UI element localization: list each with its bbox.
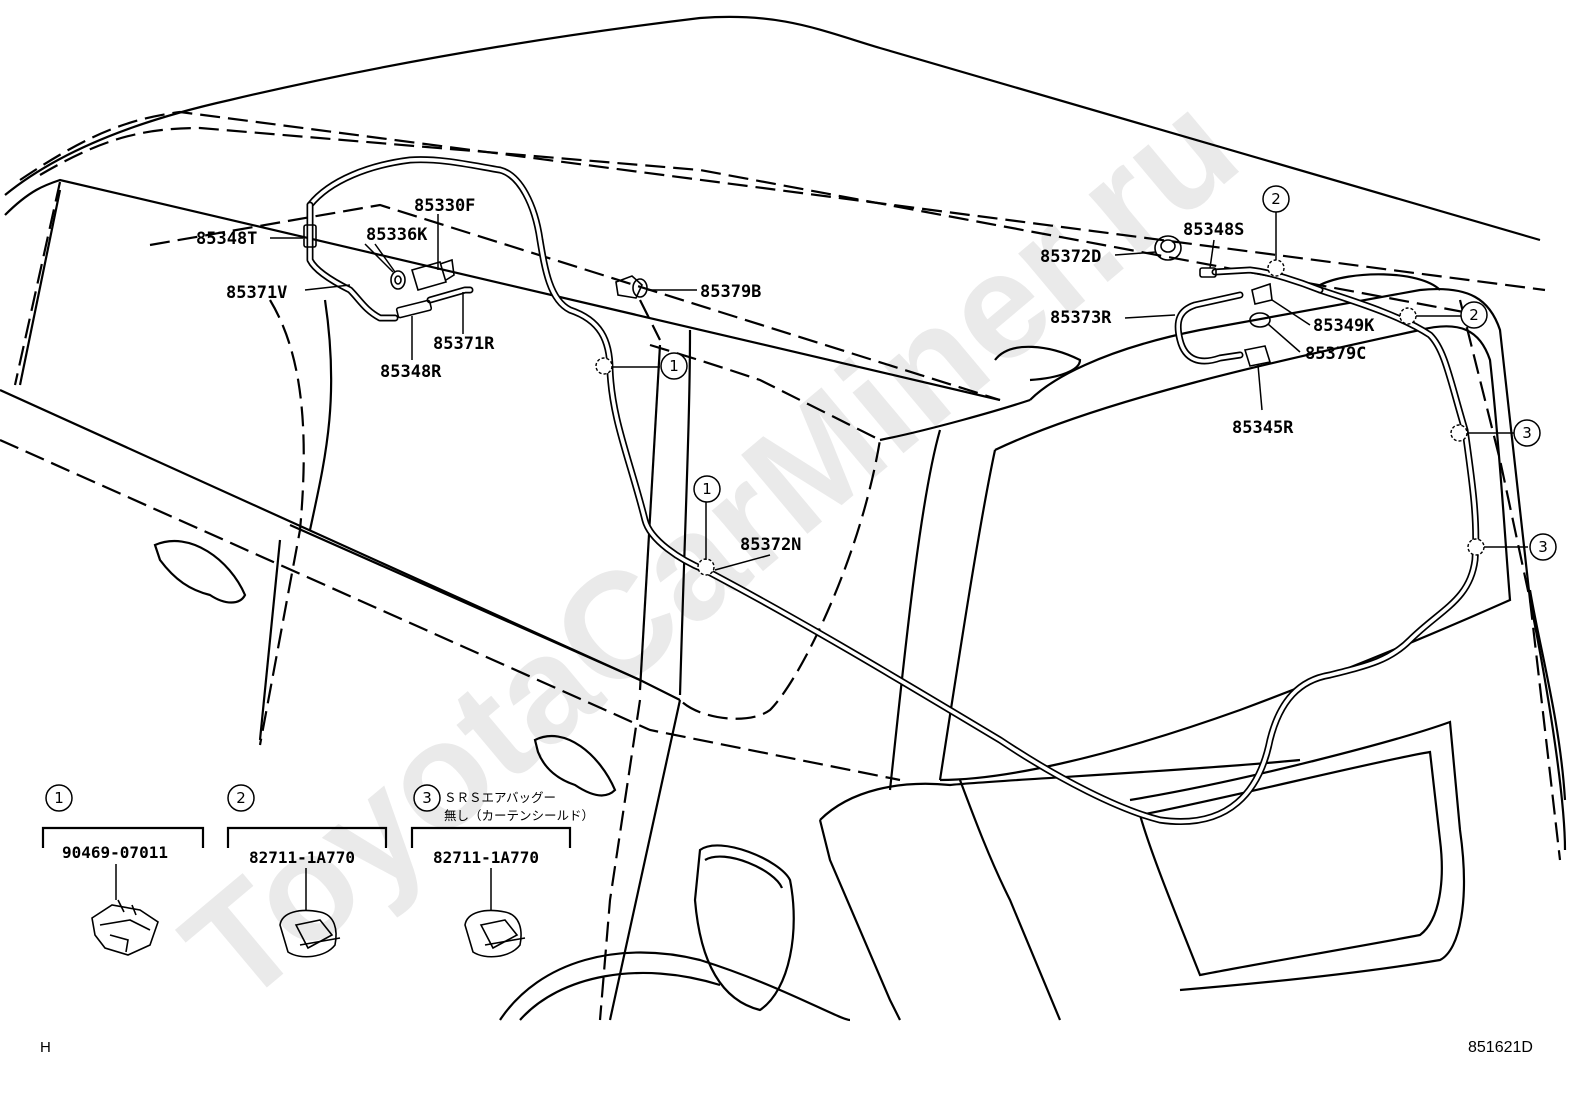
legend-item-2: 2 82711-1A770 (226, 784, 388, 958)
label-85336K: 85336K (366, 225, 428, 245)
callout-3-b: 3 (1538, 538, 1548, 556)
callouts: 1 1 2 2 3 3 (660, 185, 1557, 561)
callout-2-a: 2 (1271, 190, 1281, 208)
callout-1-b: 1 (702, 480, 712, 498)
label-85348S: 85348S (1183, 220, 1244, 240)
diagram-code: 851621D (1468, 1039, 1533, 1056)
corner-mark: H (40, 1039, 51, 1056)
label-85348T: 85348T (196, 229, 257, 249)
joint-85348S (1199, 267, 1217, 278)
legend-note-line1: ＳＲＳエアバッグー (444, 790, 556, 805)
legend-item-1: 1 90469-07011 (41, 784, 205, 956)
label-85348R: 85348R (380, 362, 442, 382)
part-labels: 85330F 85336K 85348T 85371V 85371R 85348… (196, 196, 1375, 555)
svg-text:1: 1 (54, 789, 64, 807)
joint-85348R (395, 299, 433, 319)
grommet-85379C (1249, 312, 1271, 328)
label-85372N: 85372N (740, 535, 801, 555)
packing-85336K (390, 270, 406, 290)
washer-hose (306, 156, 1480, 825)
check-valve-85349K (1251, 282, 1273, 305)
label-85371V: 85371V (226, 283, 287, 303)
clip-icon-3 (464, 909, 526, 958)
legend-note-line2: 無し（カーテンシールド） (444, 808, 594, 823)
label-85379C: 85379C (1305, 344, 1366, 364)
label-85372D: 85372D (1040, 247, 1101, 267)
legend-item-3: 3 ＳＲＳエアバッグー 無し（カーテンシールド） 82711-1A770 (410, 784, 594, 958)
legend-part-82711-1A770-b: 82711-1A770 (433, 848, 539, 867)
label-85349K: 85349K (1313, 316, 1375, 336)
cap-85372D (1154, 235, 1182, 261)
leader-lines (270, 210, 1528, 571)
joint-85348T (303, 224, 317, 248)
svg-text:2: 2 (236, 789, 246, 807)
clip-icon-2 (279, 909, 341, 958)
callout-1-a: 1 (669, 357, 679, 375)
nozzle-85345R (1243, 345, 1272, 367)
label-85371R: 85371R (433, 334, 495, 354)
callout-2-b: 2 (1469, 306, 1479, 324)
label-85330F: 85330F (414, 196, 475, 216)
vehicle-body-outline (0, 15, 1567, 1022)
washer-pump-85330F (411, 261, 447, 291)
watermark: ToyotaCarMiner.ru (153, 61, 1268, 1034)
clip-icon-1 (91, 899, 159, 956)
legend-part-90469-07011: 90469-07011 (62, 843, 168, 862)
label-85379B: 85379B (700, 282, 761, 302)
label-85345R: 85345R (1232, 418, 1294, 438)
callout-3-a: 3 (1522, 424, 1532, 442)
label-85373R: 85373R (1050, 308, 1112, 328)
legend-part-82711-1A770-a: 82711-1A770 (249, 848, 355, 867)
grommet-85379B (615, 275, 643, 299)
svg-text:3: 3 (422, 789, 432, 807)
